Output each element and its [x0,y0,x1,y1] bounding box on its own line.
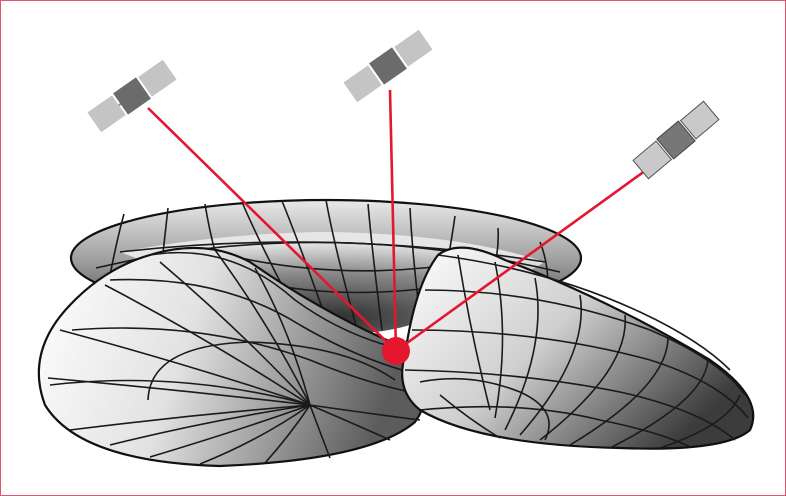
sphere-surface-right [402,248,753,449]
satellite-right [632,100,719,179]
satellite-middle [343,29,433,103]
satellite-icon [632,100,719,179]
satellite-icon [343,29,433,103]
receiver-dot-icon [382,337,410,365]
